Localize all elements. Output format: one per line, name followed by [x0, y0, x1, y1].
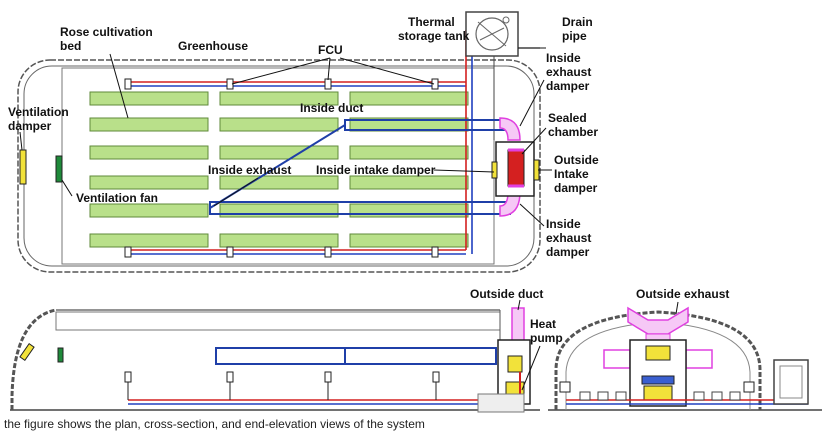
- label-inside-exhaust: Inside exhaust: [208, 163, 291, 177]
- rose-bed: [219, 145, 339, 160]
- rose-bed: [349, 175, 469, 190]
- label-heat-pump-2: pump: [530, 331, 563, 345]
- fcu-unit: [124, 78, 132, 90]
- leader-outside-exhaust: [675, 301, 679, 315]
- section-duct: [215, 347, 497, 365]
- rose-bed: [89, 117, 209, 132]
- label-ventilation-fan: Ventilation fan: [76, 191, 158, 205]
- label-inside-intake-damper: Inside intake damper: [316, 163, 436, 177]
- ventilation-damper: [19, 149, 27, 185]
- end-fcu-left: [559, 381, 571, 393]
- rose-bed: [219, 91, 339, 106]
- rose-bed: [89, 203, 209, 218]
- label-thermal-tank-2: storage tank: [398, 29, 470, 43]
- section-fcu-drops: [124, 371, 440, 400]
- heat-pump-base: [477, 393, 525, 413]
- fcu-unit: [431, 78, 439, 90]
- figure-caption: the figure shows the plan, cross-section…: [4, 417, 425, 431]
- label-inside-exhaust-damper-bottom: Inside: [546, 217, 581, 231]
- outside-exhaust: [627, 306, 689, 335]
- end-thermal-tank: [773, 359, 809, 405]
- fcu-unit: [124, 246, 132, 258]
- section-interior-wall: [55, 311, 501, 331]
- label-drain-pipe: Drain: [562, 15, 593, 29]
- heat-pump-core: [507, 355, 523, 373]
- end-fcu-right: [743, 381, 755, 393]
- label-rose-bed: Rose cultivation: [60, 25, 153, 39]
- rose-bed: [349, 91, 469, 106]
- label-outside-exhaust: Outside exhaust: [636, 287, 729, 301]
- rose-bed: [89, 175, 209, 190]
- label-inside-exhaust-damper-bottom-2: exhaust: [546, 231, 591, 245]
- ventilation-damper-section: [19, 343, 35, 361]
- label-sealed-chamber: Sealed: [548, 111, 587, 125]
- duct-elbow-top: [499, 117, 521, 141]
- rose-bed: [349, 203, 469, 218]
- end-duct-right: [685, 349, 713, 369]
- thermal-storage-tank: [465, 11, 519, 57]
- greenhouse-outer-frame: [17, 59, 541, 273]
- label-outside-intake-damper-2: Intake: [554, 167, 589, 181]
- leader-heat-pump: [521, 345, 541, 391]
- leader-lines: [19, 47, 552, 227]
- inside-intake-damper: [491, 161, 498, 179]
- leader-outside-duct: [517, 299, 521, 311]
- label-ventilation-damper-2: damper: [8, 119, 52, 133]
- label-sealed-chamber-2: chamber: [548, 125, 598, 139]
- rose-bed: [219, 175, 339, 190]
- rose-bed: [219, 117, 339, 132]
- end-thermal-tank-inner: [779, 365, 803, 399]
- label-rose-bed-2: bed: [60, 39, 81, 53]
- rose-bed: [349, 145, 469, 160]
- label-inside-exhaust-damper-bottom-3: damper: [546, 245, 590, 259]
- fcu-unit: [226, 246, 234, 258]
- fcu-unit: [324, 78, 332, 90]
- label-inside-exhaust-damper-top-2: exhaust: [546, 65, 591, 79]
- fcu-unit-section: [226, 371, 234, 383]
- label-greenhouse: Greenhouse: [178, 39, 248, 53]
- label-inside-exhaust-damper-top: Inside: [546, 51, 581, 65]
- end-elevation-view: Outside exhaust: [548, 287, 822, 411]
- label-outside-duct: Outside duct: [470, 287, 543, 301]
- end-coil: [641, 375, 675, 385]
- fcu-unit: [324, 246, 332, 258]
- sealed-chamber: [495, 141, 535, 197]
- label-drain-pipe-2: pipe: [562, 29, 587, 43]
- end-damper-top: [645, 345, 671, 361]
- fcu-unit: [431, 246, 439, 258]
- section-roof-arc: [10, 308, 57, 410]
- ventilation-fan: [55, 155, 63, 183]
- section-view: Outside duct Heat pump: [10, 287, 563, 413]
- rose-bed: [349, 233, 469, 248]
- outside-duct: [511, 307, 525, 345]
- plan-view: Rose cultivation bed Greenhouse FCU Ther…: [8, 11, 599, 273]
- label-ventilation-damper: Ventilation: [8, 105, 69, 119]
- label-heat-pump: Heat: [530, 317, 556, 331]
- rose-bed: [89, 233, 209, 248]
- fcu-unit-section: [324, 371, 332, 383]
- fcu-units: [124, 78, 439, 258]
- label-inside-duct: Inside duct: [300, 101, 363, 115]
- end-bed-blocks: [579, 391, 741, 401]
- rose-bed: [89, 91, 209, 106]
- label-thermal-tank: Thermal: [408, 15, 455, 29]
- fcu-unit-section: [124, 371, 132, 383]
- label-outside-intake-damper-3: damper: [554, 181, 598, 195]
- end-damper-bottom: [643, 385, 673, 401]
- ventilation-fan-section: [57, 347, 64, 363]
- label-outside-intake-damper: Outside: [554, 153, 599, 167]
- end-duct-left: [603, 349, 631, 369]
- fcu-unit-section: [432, 371, 440, 383]
- label-inside-exhaust-damper-top-3: damper: [546, 79, 590, 93]
- end-arch-outer: [554, 310, 762, 410]
- label-fcu: FCU: [318, 43, 343, 57]
- rose-bed: [219, 203, 339, 218]
- rose-bed: [89, 145, 209, 160]
- rose-bed: [219, 233, 339, 248]
